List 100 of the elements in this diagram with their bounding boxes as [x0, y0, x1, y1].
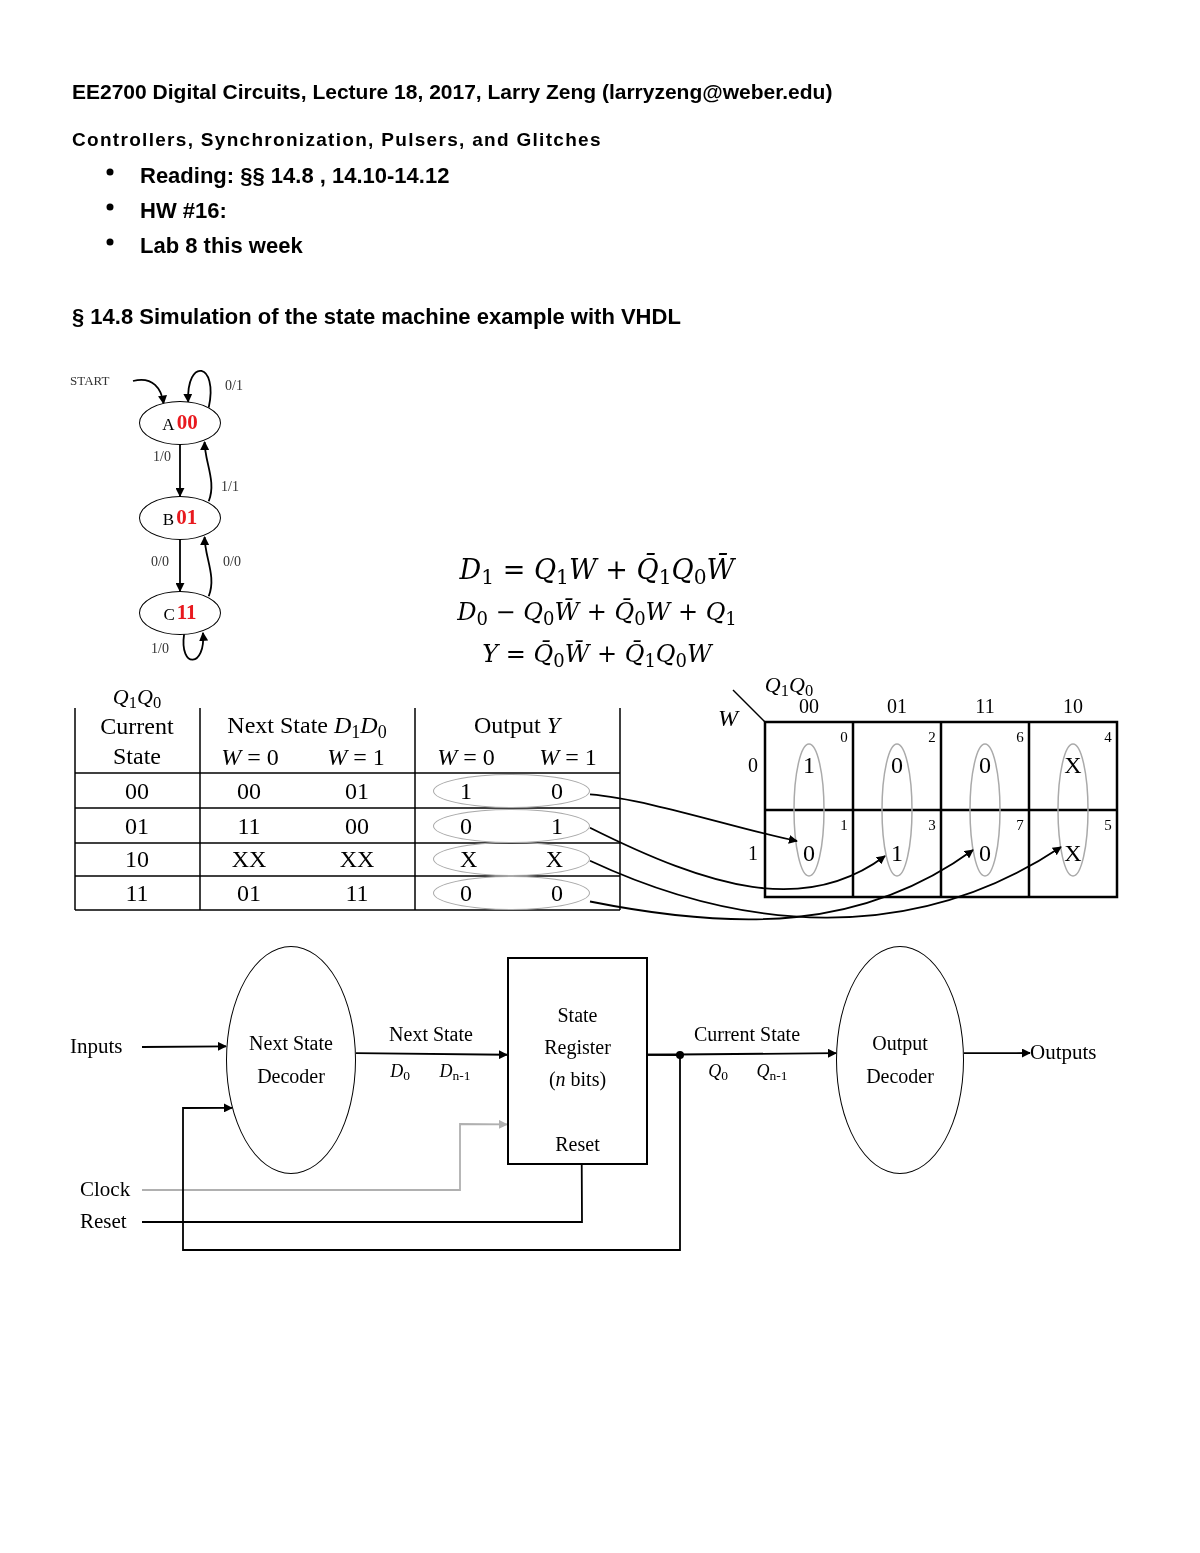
axis-label: W — [718, 704, 738, 733]
table-cell-text: X — [460, 845, 478, 874]
block-name: Output Decoder — [865, 1031, 935, 1089]
equation: D$_{0}$ − Q$_{0}$W̄ + Q̄$_{0}$W + Q$_{1}$ — [457, 597, 737, 627]
table-cell-text: 0 — [551, 777, 563, 806]
arrow — [355, 1050, 508, 1060]
table-cell-text: 00 — [125, 777, 149, 806]
state-code: 00 — [176, 409, 198, 437]
table-cell-text: 01 — [345, 777, 369, 806]
table-cell-text: 0 — [460, 879, 472, 908]
table-cell-text: 01 — [125, 812, 149, 841]
column-header: W = 0 — [437, 743, 495, 772]
table-cell-text: 00 — [237, 777, 261, 806]
arrow — [589, 826, 886, 890]
kmap-value: 0 — [885, 750, 909, 780]
arrow — [175, 539, 185, 592]
row-header: 1 — [748, 840, 758, 866]
column-header: W = 0 — [221, 743, 279, 772]
table-cell-text: 0 — [551, 879, 563, 908]
table-cell-text: 11 — [345, 879, 369, 908]
cell-number: 6 — [1016, 727, 1024, 747]
pin-label: Reset — [555, 1132, 600, 1157]
column-header: Next State D$_{1}$D$_{0}$ — [227, 711, 387, 740]
state-name: B — [162, 508, 175, 531]
cell-number: 7 — [1016, 815, 1024, 835]
state-name: C — [163, 603, 175, 626]
signal-label: Clock — [80, 1178, 142, 1202]
bit-label: Q$_{n-1}$ — [756, 1059, 788, 1083]
column-header: 11 — [975, 693, 995, 719]
edge-label: Current State — [691, 1024, 803, 1044]
arrow — [132, 379, 167, 405]
block-name: State Register (n bits) — [543, 1003, 612, 1093]
arrow — [589, 849, 974, 921]
table-cell-text: XX — [339, 845, 375, 874]
signal-label: Outputs — [1030, 1040, 1126, 1066]
table-cell-text: 0 — [460, 812, 472, 841]
bullet-text: Reading: §§ 14.8 , 14.10-14.12 — [140, 162, 450, 190]
edge-label: Next State — [387, 1024, 475, 1044]
cell-number: 4 — [1104, 727, 1112, 747]
signal-label: Reset — [80, 1210, 142, 1234]
register-box — [507, 957, 648, 1165]
equation: D$_{1}$ = Q$_{1}$W + Q̄$_{1}$Q$_{0}$W̄ — [459, 553, 735, 587]
section-heading: § 14.8 Simulation of the state machine example with VHDL — [72, 303, 681, 331]
table-cell-text: 11 — [125, 879, 149, 908]
bullet-text: HW #16: — [140, 197, 227, 225]
arrow — [200, 441, 213, 503]
column-header: W = 1 — [539, 743, 597, 772]
table-cell-text: 11 — [237, 812, 261, 841]
row-header: 0 — [748, 752, 758, 778]
arrow — [141, 1119, 508, 1191]
edge-label: 1/0 — [153, 450, 171, 464]
edge-label: 0/0 — [151, 555, 169, 569]
state-code: 11 — [176, 599, 197, 627]
arrow — [182, 1053, 681, 1251]
kmap-value: 0 — [973, 750, 997, 780]
arrow — [183, 370, 212, 409]
arrow — [175, 444, 185, 497]
column-header: Q$_{1}$Q$_{0}$ — [112, 683, 162, 711]
kmap-value: X — [1061, 838, 1085, 868]
table-cell-text: 10 — [125, 845, 149, 874]
axis-label: Q$_{1}$Q$_{0}$ — [764, 671, 814, 699]
bit-label: Q$_{0}$ — [708, 1059, 728, 1083]
bit-label: D$_{n-1}$ — [439, 1059, 471, 1083]
state-name: A — [162, 413, 175, 436]
arrow — [589, 846, 1062, 919]
cell-number: 2 — [928, 727, 936, 747]
state-code: 01 — [176, 504, 198, 532]
cell-number: 1 — [840, 815, 848, 835]
edge-label: 1/0 — [151, 642, 169, 656]
cell-number: 0 — [840, 727, 848, 747]
kmap-value: X — [1061, 750, 1085, 780]
table-cell-text: 1 — [551, 812, 563, 841]
kmap-value: 1 — [797, 750, 821, 780]
table-cell-text: X — [545, 845, 563, 874]
edge-label: 0/1 — [225, 379, 243, 393]
table-cell-text: XX — [231, 845, 267, 874]
signal-label: Inputs — [70, 1034, 142, 1060]
bit-label: D$_{0}$ — [390, 1059, 410, 1083]
arrow — [141, 1041, 227, 1051]
kmap-value: 1 — [885, 838, 909, 868]
cell-number: 3 — [928, 815, 936, 835]
arrow — [200, 536, 213, 598]
arrow — [963, 1048, 1031, 1058]
kmap-value: 0 — [973, 838, 997, 868]
column-header: 10 — [1063, 693, 1083, 719]
column-header: Current State — [99, 712, 175, 771]
column-header: 01 — [887, 693, 907, 719]
equation: Y = Q̄$_{0}$W̄ + Q̄$_{1}$Q$_{0}$W — [482, 639, 712, 669]
subtitle: Controllers, Synchronization, Pulsers, and Glitches — [72, 128, 602, 152]
bullet-text: Lab 8 this week — [140, 232, 303, 260]
table-cell-text: 00 — [345, 812, 369, 841]
arrow — [589, 793, 798, 844]
start-label: START — [70, 372, 130, 390]
column-header: Output Y — [474, 711, 560, 740]
edge-label: 0/0 — [223, 555, 241, 569]
page-title: EE2700 Digital Circuits, Lecture 18, 2017, Larry Zeng (larryzeng@weber.edu) — [72, 79, 833, 105]
block-name: Next State Decoder — [248, 1031, 334, 1089]
kmap-value: 0 — [797, 838, 821, 868]
column-header: W = 1 — [327, 743, 385, 772]
cell-number: 5 — [1104, 815, 1112, 835]
